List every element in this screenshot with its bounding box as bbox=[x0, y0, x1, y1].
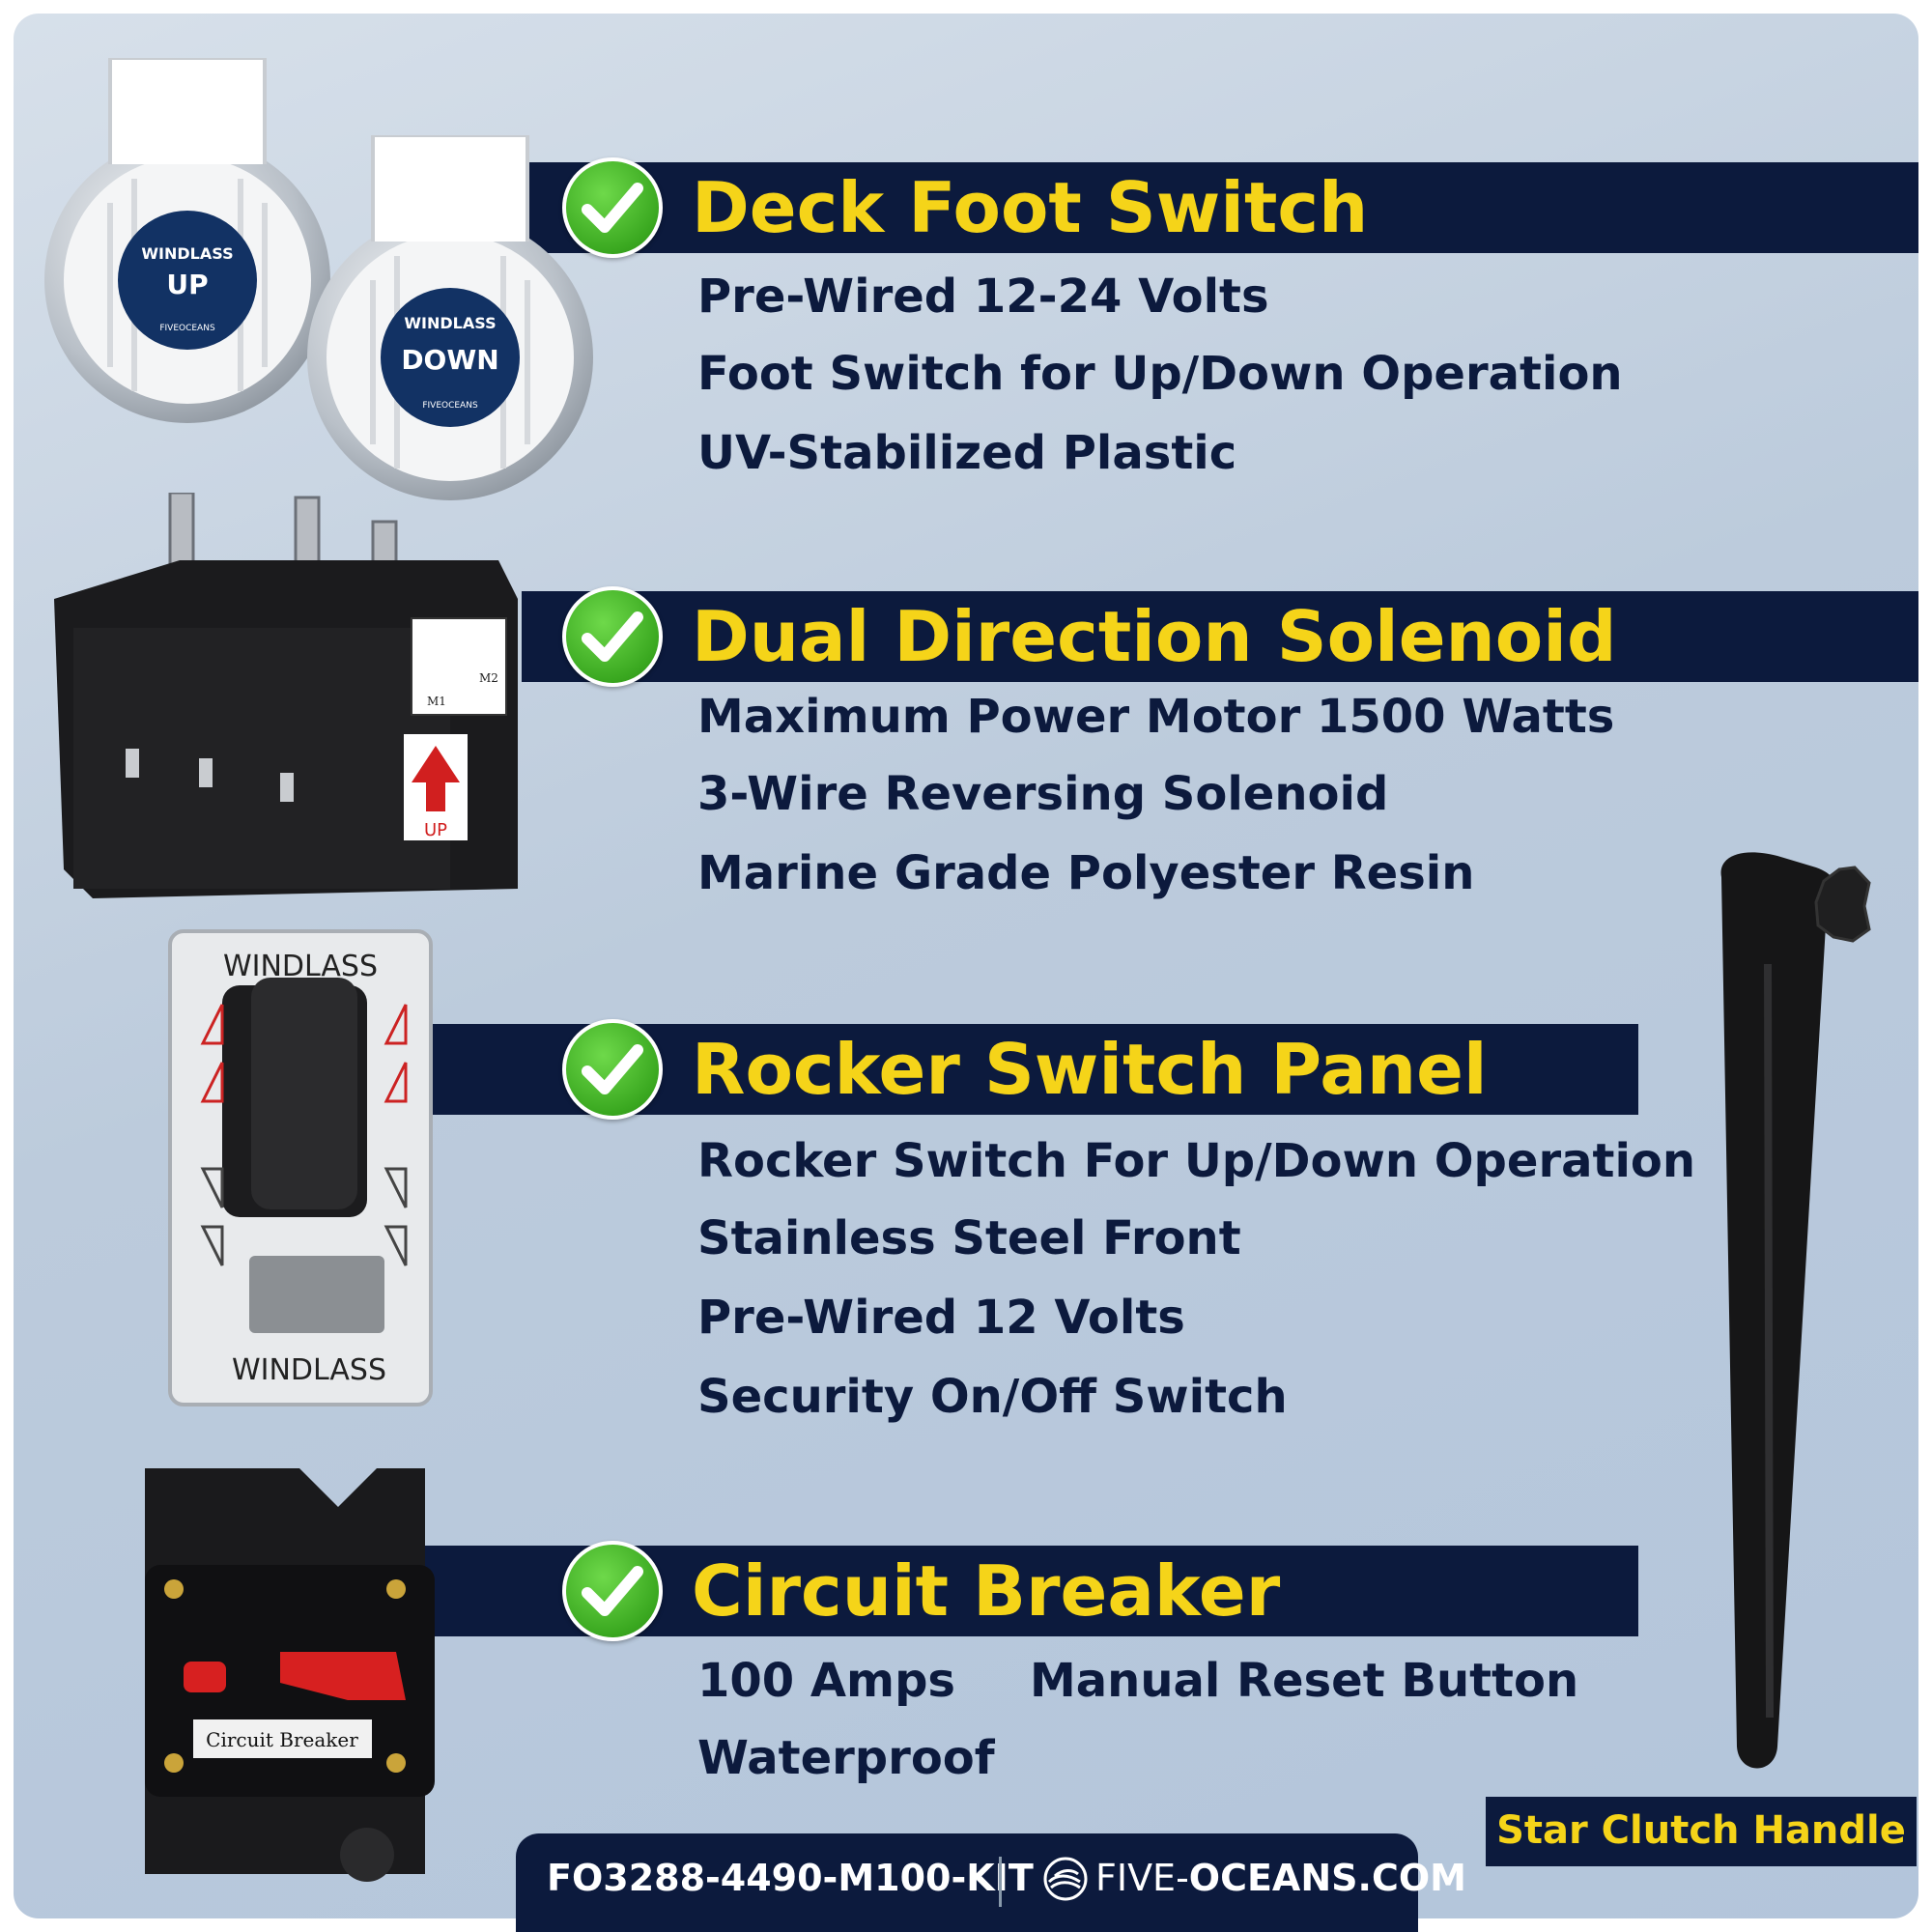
foot-switch-maker-text: FIVEOCEANS bbox=[422, 401, 478, 411]
foot-switch-brand-text: WINDLASS bbox=[404, 314, 496, 332]
website-text[interactable]: FIVE-OCEANS.COM bbox=[1095, 1857, 1466, 1899]
feature-text: Manual Reset Button bbox=[1030, 1654, 1579, 1708]
solenoid-m1-label: M1 bbox=[427, 695, 446, 708]
rocker-switch-panel-image: WINDLASS WINDLASS bbox=[168, 929, 433, 1406]
solenoid-image: M1 M2 UP bbox=[54, 493, 518, 898]
rocker-panel-bottom-label: WINDLASS bbox=[232, 1353, 386, 1387]
feature-text: Stainless Steel Front bbox=[697, 1211, 1241, 1265]
website-domain: OCEANS.COM bbox=[1188, 1857, 1466, 1899]
circuit-breaker-image: Circuit Breaker bbox=[145, 1468, 435, 1882]
footer-bar: FO3288-4490-M100-KIT FIVE-OCEANS.COM bbox=[516, 1833, 1466, 1932]
handle-label-text: Star Clutch Handle bbox=[1496, 1808, 1906, 1853]
foot-switch-up-label: UP bbox=[166, 269, 208, 300]
foot-switch-up-image: WINDLASS UP FIVEOCEANS bbox=[44, 58, 330, 423]
feature-text: UV-Stabilized Plastic bbox=[697, 426, 1237, 480]
section-title: Deck Foot Switch bbox=[692, 167, 1369, 248]
feature-text: 3-Wire Reversing Solenoid bbox=[697, 767, 1389, 821]
feature-text: Rocker Switch For Up/Down Operation bbox=[697, 1134, 1696, 1188]
feature-text: Maximum Power Motor 1500 Watts bbox=[697, 690, 1615, 744]
product-sku: FO3288-4490-M100-KIT bbox=[547, 1857, 1034, 1899]
foot-switch-down-label: DOWN bbox=[401, 344, 498, 376]
check-icon bbox=[562, 1019, 663, 1120]
check-icon bbox=[562, 586, 663, 687]
feature-text: Pre-Wired 12-24 Volts bbox=[697, 270, 1269, 324]
check-icon bbox=[562, 1541, 663, 1641]
foot-switch-maker-text: FIVEOCEANS bbox=[159, 324, 215, 333]
feature-text: Foot Switch for Up/Down Operation bbox=[697, 347, 1623, 401]
foot-switch-down-image: WINDLASS DOWN FIVEOCEANS bbox=[307, 135, 593, 500]
feature-text: Security On/Off Switch bbox=[697, 1370, 1288, 1424]
breaker-label: Circuit Breaker bbox=[206, 1728, 358, 1751]
check-icon bbox=[562, 157, 663, 258]
feature-text: Marine Grade Polyester Resin bbox=[697, 846, 1475, 900]
section-title: Rocker Switch Panel bbox=[692, 1029, 1488, 1110]
section-band-foot-switch bbox=[522, 162, 1918, 253]
five-oceans-logo-icon bbox=[1043, 1857, 1088, 1901]
solenoid-up-label: UP bbox=[424, 820, 447, 840]
website-prefix: FIVE- bbox=[1095, 1857, 1189, 1899]
section-title: Circuit Breaker bbox=[692, 1550, 1281, 1632]
feature-text: Pre-Wired 12 Volts bbox=[697, 1291, 1185, 1345]
section-band-solenoid bbox=[522, 591, 1918, 682]
feature-text: 100 Amps bbox=[697, 1654, 955, 1708]
star-clutch-handle-image bbox=[1720, 852, 1871, 1769]
section-title: Dual Direction Solenoid bbox=[692, 596, 1617, 677]
footer-divider bbox=[999, 1857, 1002, 1907]
feature-text: Waterproof bbox=[697, 1731, 995, 1785]
foot-switch-brand-text: WINDLASS bbox=[141, 244, 233, 263]
star-clutch-handle-label: Star Clutch Handle bbox=[1486, 1797, 1917, 1866]
solenoid-m2-label: M2 bbox=[479, 671, 498, 685]
